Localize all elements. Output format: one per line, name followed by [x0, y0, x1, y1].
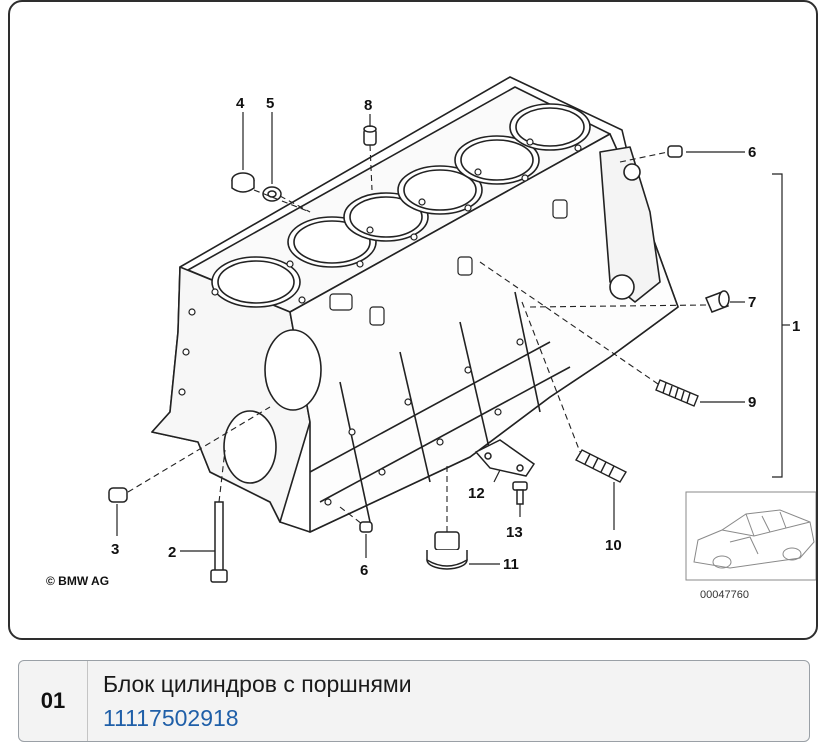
dashed-lines — [127, 144, 707, 532]
callout-8: 8 — [364, 97, 372, 114]
part-list-item[interactable]: 01 Блок цилиндров с поршнями 11117502918 — [18, 660, 810, 742]
part-5-seal-ring — [262, 186, 282, 202]
part-6-dowel-top — [667, 145, 683, 158]
callout-11: 11 — [503, 556, 519, 573]
part-11-drain-plug — [426, 531, 468, 570]
callout-1: 1 — [792, 318, 800, 335]
part-10-stud — [575, 449, 627, 483]
callout-6-bottom: 6 — [360, 562, 368, 579]
callout-labels: 1 2 3 4 5 6 6 7 8 9 10 11 12 13 — [111, 95, 800, 579]
part-7-sleeve — [705, 290, 730, 313]
callout-10: 10 — [605, 537, 622, 554]
leader-lines — [116, 112, 790, 565]
callout-2: 2 — [168, 544, 176, 561]
part-3-plug — [108, 487, 128, 503]
part-4-plug — [231, 172, 255, 193]
copyright-text: © BMW AG — [46, 574, 109, 588]
callout-4: 4 — [236, 95, 245, 112]
bolt-holes — [178, 138, 582, 506]
thumbnail-ref: 00047760 — [700, 589, 749, 601]
car-icon — [693, 509, 815, 569]
callout-9: 9 — [748, 394, 756, 411]
callout-7: 7 — [748, 294, 756, 311]
part-index: 01 — [19, 661, 88, 741]
callout-5: 5 — [266, 95, 274, 112]
part-13-screw — [512, 481, 528, 505]
part-6-dowel-bottom — [359, 521, 373, 533]
part-2-bolt — [210, 501, 228, 583]
callout-12: 12 — [468, 485, 485, 502]
part-number-link[interactable]: 11117502918 — [103, 705, 239, 731]
part-12-bracket — [474, 439, 536, 477]
vehicle-thumbnail: 00047760 — [685, 491, 816, 601]
parts-diagram: 1 2 3 4 5 6 6 7 8 9 10 11 12 13 © BMW AG — [8, 0, 818, 640]
callout-3: 3 — [111, 541, 119, 558]
callout-13: 13 — [506, 524, 523, 541]
part-name: Блок цилиндров с поршнями — [103, 671, 412, 697]
part-9-stud — [655, 379, 699, 407]
callout-6-top: 6 — [748, 144, 756, 161]
part-8-dowel — [363, 125, 377, 146]
engine-block-illustration: 1 2 3 4 5 6 6 7 8 9 10 11 12 13 © BMW AG — [46, 76, 816, 601]
cylinder-bores — [211, 103, 591, 308]
